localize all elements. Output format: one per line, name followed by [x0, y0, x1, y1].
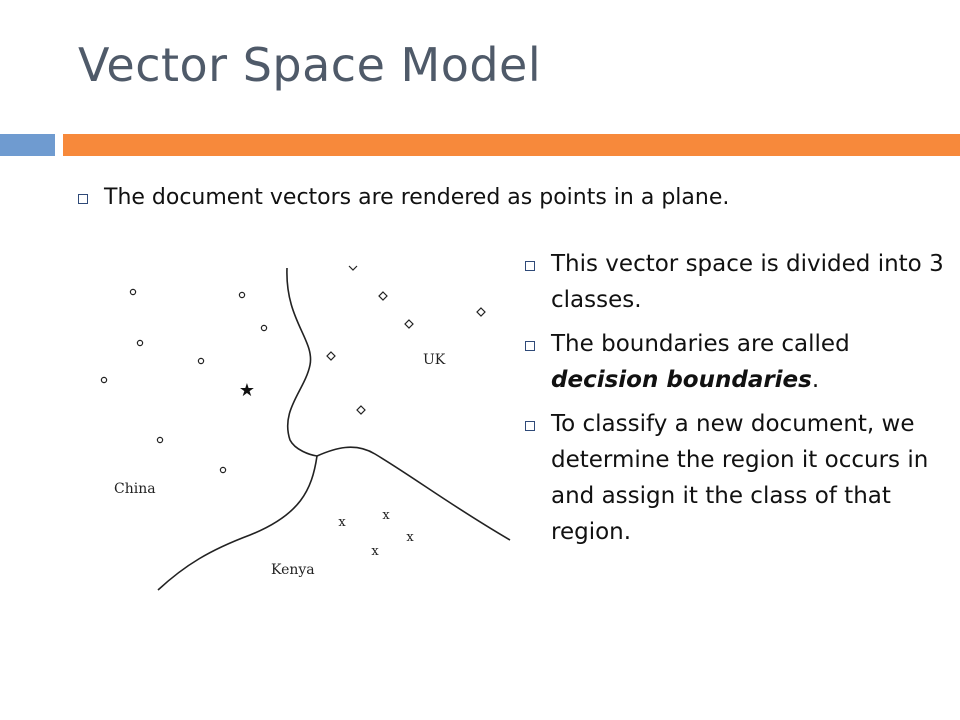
square-bullet-icon: [525, 341, 535, 351]
uk-points: [326, 265, 486, 415]
boundary-china-kenya: [157, 455, 318, 591]
bullet-classify: To classify a new document, we determine…: [525, 406, 945, 550]
square-bullet-icon: [78, 194, 88, 204]
china-point: [129, 288, 137, 296]
region-label-kenya: Kenya: [271, 562, 315, 578]
intro-text: The document vectors are rendered as poi…: [104, 185, 730, 210]
square-bullet-icon: [525, 261, 535, 271]
accent-bar-orange: [63, 134, 960, 156]
uk-point: [326, 351, 336, 361]
kenya-point: x: [406, 530, 414, 545]
region-label-uk: UK: [423, 352, 446, 368]
intro-bullet: The document vectors are rendered as poi…: [78, 183, 729, 213]
bullet-text-post: .: [811, 367, 820, 393]
kenya-points: x x x x: [338, 508, 414, 559]
china-point: [156, 436, 164, 444]
accent-bar-blue: [0, 134, 55, 156]
china-point: [260, 324, 268, 332]
bullet-boundaries: The boundaries are called decision bound…: [525, 326, 945, 398]
boundary-china-uk: [286, 267, 318, 457]
china-point: [238, 291, 246, 299]
kenya-point: x: [338, 515, 346, 530]
china-point: [197, 357, 205, 365]
region-label-china: China: [114, 481, 156, 497]
bullet-text: The boundaries are called decision bound…: [551, 326, 945, 398]
bullet-classes: This vector space is divided into 3 clas…: [525, 246, 945, 318]
china-points: [100, 288, 268, 474]
china-point: [136, 339, 144, 347]
new-document-star-icon: ★: [239, 380, 255, 401]
boundary-uk-kenya: [316, 446, 511, 541]
uk-point: [348, 265, 358, 271]
bullet-text: To classify a new document, we determine…: [551, 411, 929, 545]
vector-space-diagram: ★ x x x x UK China Kenya: [100, 265, 511, 591]
decision-boundaries-term: decision boundaries: [551, 367, 812, 393]
square-bullet-icon: [525, 421, 535, 431]
uk-point: [476, 307, 486, 317]
china-point: [100, 376, 108, 384]
uk-point: [378, 291, 388, 301]
explanation-list: This vector space is divided into 3 clas…: [525, 246, 945, 558]
kenya-point: x: [371, 544, 379, 559]
bullet-text-pre: The boundaries are called: [551, 331, 850, 357]
uk-point: [404, 319, 414, 329]
china-point: [219, 466, 227, 474]
uk-point: [356, 405, 366, 415]
kenya-point: x: [382, 508, 390, 523]
slide-title: Vector Space Model: [78, 38, 542, 92]
bullet-text: This vector space is divided into 3 clas…: [551, 251, 944, 313]
